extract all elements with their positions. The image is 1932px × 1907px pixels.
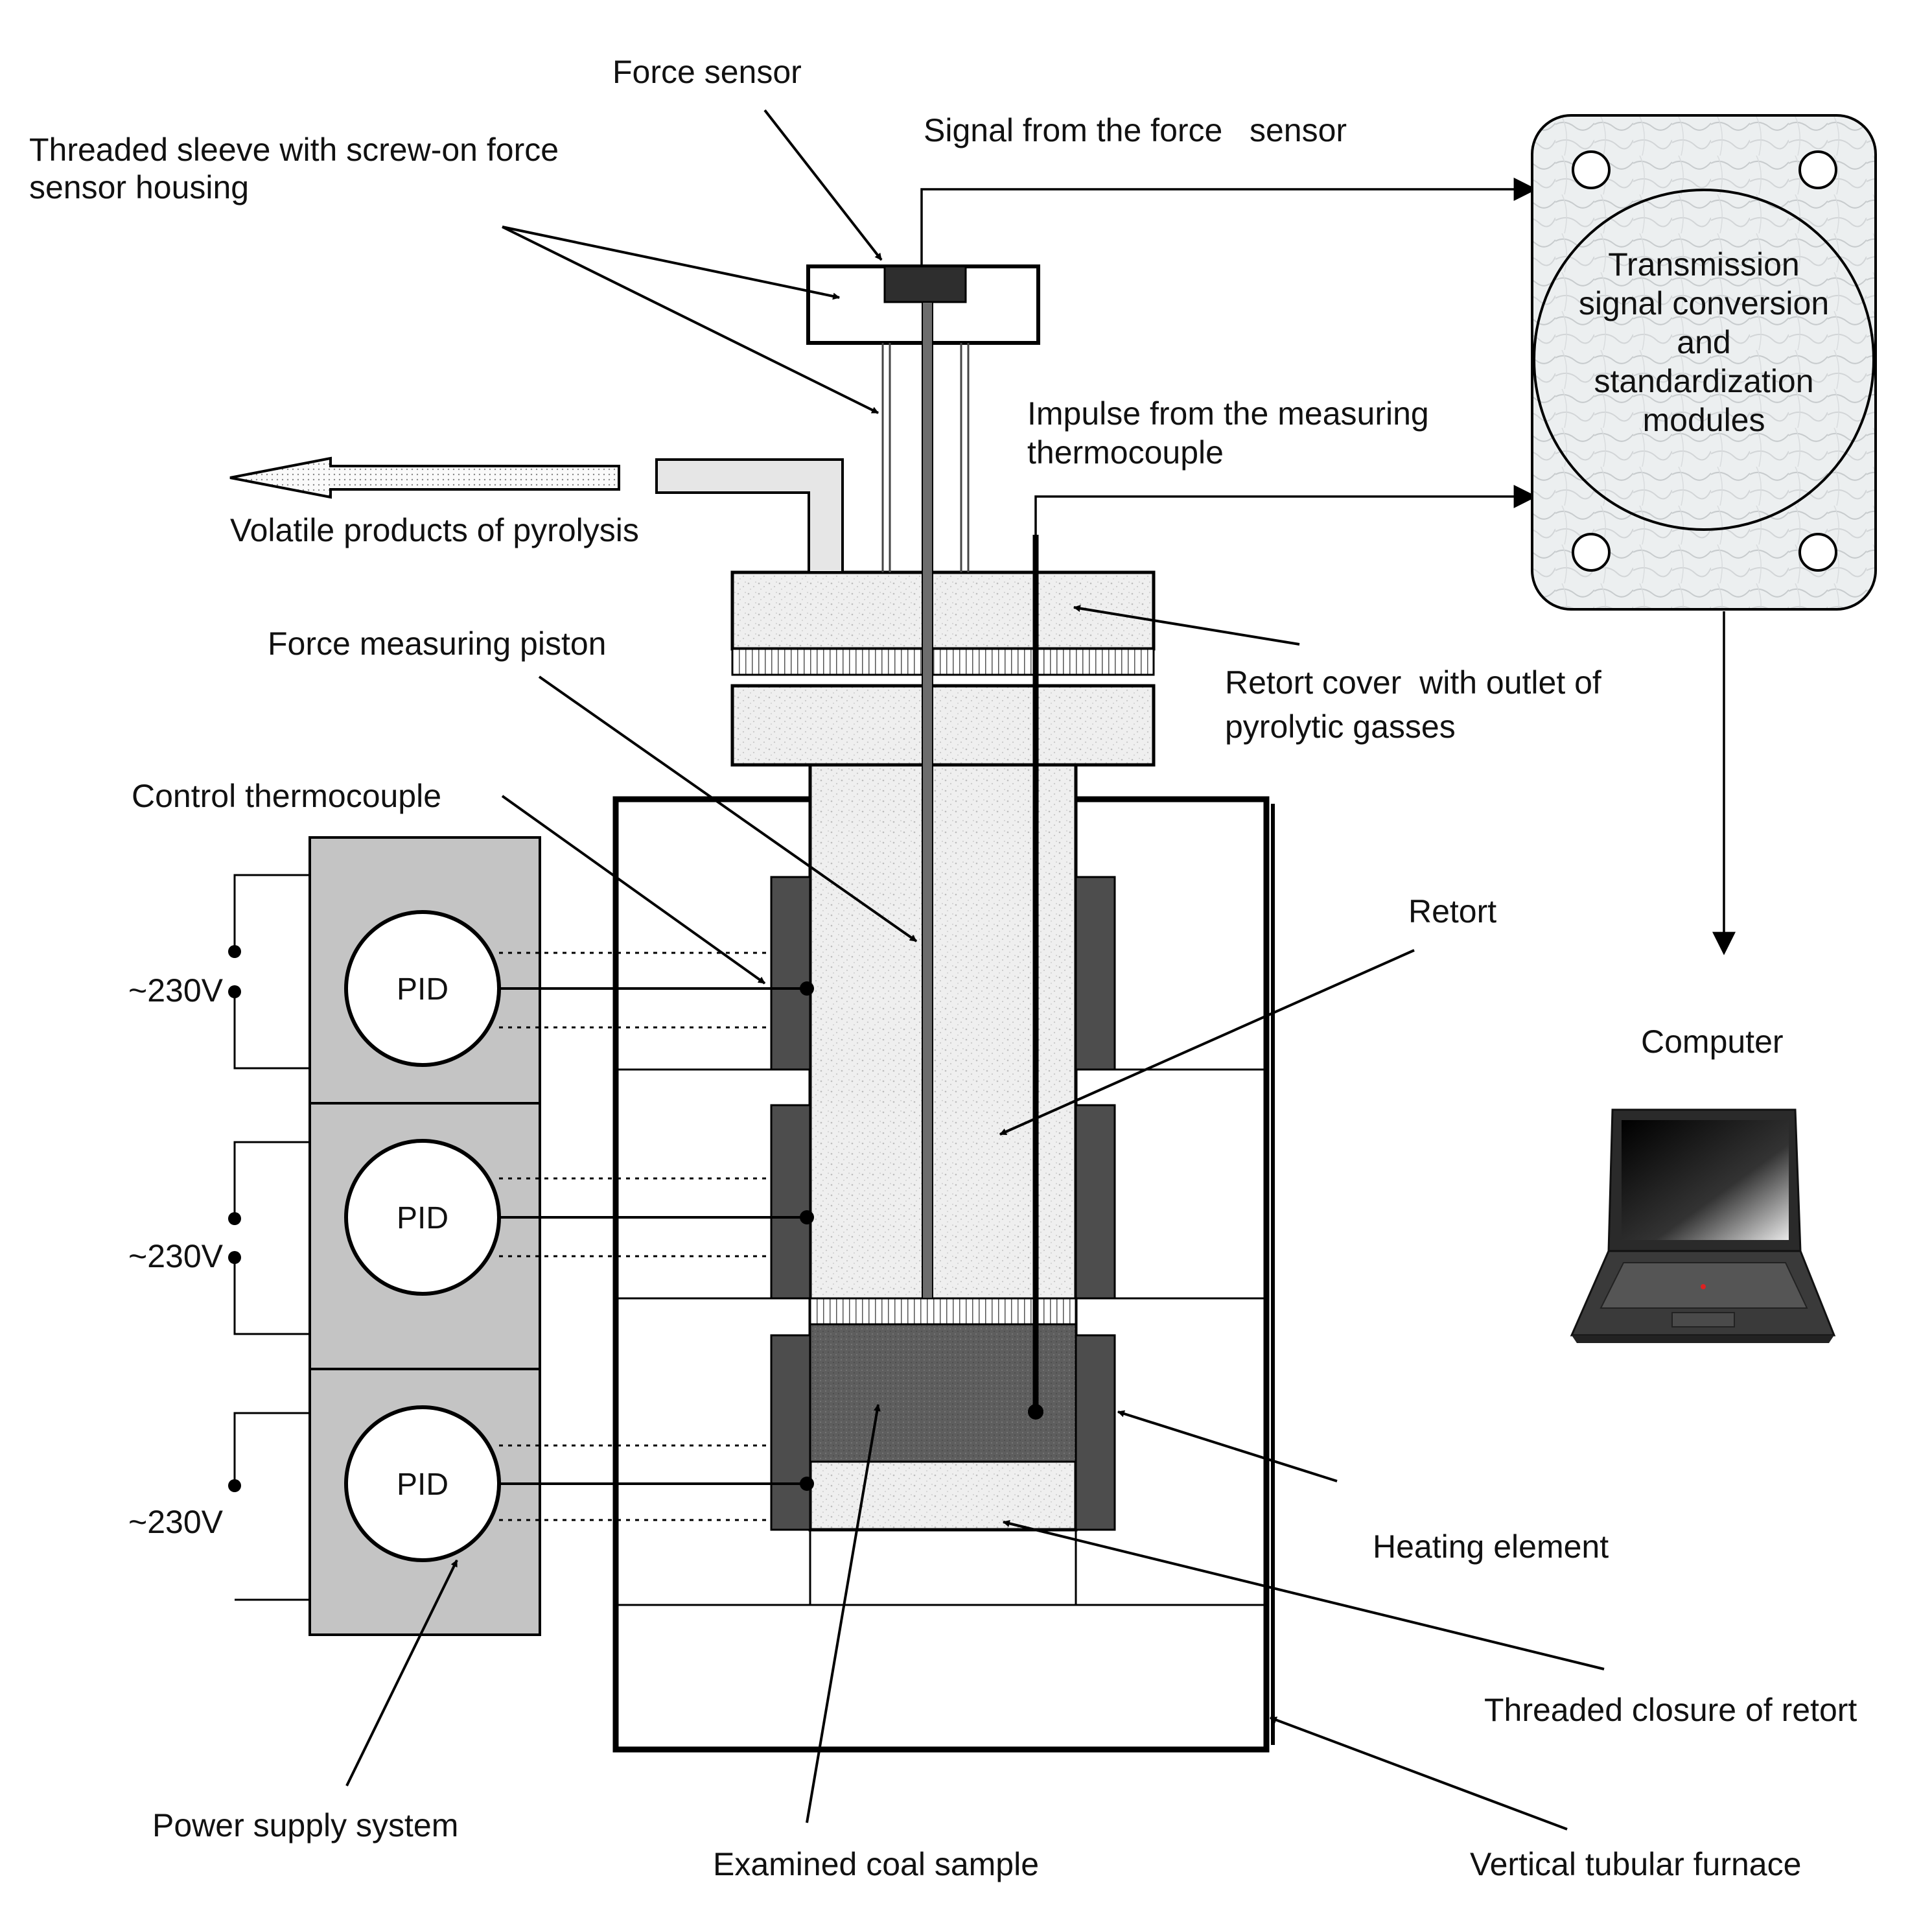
pid-controller-1: PID bbox=[344, 910, 501, 1067]
svg-text:PID: PID bbox=[397, 1468, 448, 1502]
module-text-line: standardization bbox=[1594, 363, 1813, 399]
voltage-label: ~230V bbox=[128, 1238, 224, 1274]
control-lines bbox=[499, 952, 807, 1521]
label-force-sensor: Force sensor bbox=[612, 54, 802, 90]
mount-hole-icon bbox=[1798, 533, 1837, 572]
label-threaded-closure: Threaded closure of retort bbox=[1484, 1692, 1857, 1728]
mount-hole-icon bbox=[1572, 533, 1611, 572]
label-threaded-sleeve: Threaded sleeve with screw-on force bbox=[29, 132, 559, 168]
label-volatile-products: Volatile products of pyrolysis bbox=[230, 512, 639, 548]
label-computer: Computer bbox=[1641, 1024, 1784, 1060]
label-retort-cover: Retort cover with outlet of bbox=[1225, 664, 1601, 701]
terminal-dots bbox=[228, 945, 241, 1492]
voltage-label: ~230V bbox=[128, 972, 224, 1009]
module-text-line: modules bbox=[1643, 402, 1765, 438]
label-control-thermocouple: Control thermocouple bbox=[132, 778, 441, 814]
module-text-line: signal conversion bbox=[1579, 285, 1829, 322]
transmission-module: Transmission signal conversion and stand… bbox=[1531, 114, 1877, 611]
thermocouple-tip bbox=[1028, 1404, 1043, 1420]
coal-sample bbox=[809, 1323, 1077, 1463]
laptop-icon bbox=[1570, 1108, 1836, 1343]
signal-lines bbox=[920, 178, 1736, 955]
mains-wiring bbox=[233, 874, 310, 1601]
voltage-label: ~230V bbox=[128, 1504, 224, 1540]
leader-arrows bbox=[345, 109, 1605, 1831]
volatile-products-arrow bbox=[229, 456, 620, 499]
label-vertical-furnace: Vertical tubular furnace bbox=[1470, 1846, 1801, 1882]
label-power-supply: Power supply system bbox=[152, 1807, 458, 1843]
label-retort: Retort bbox=[1408, 893, 1496, 930]
force-measuring-piston bbox=[922, 301, 933, 1299]
label-retort-cover: pyrolytic gasses bbox=[1225, 708, 1456, 745]
label-threaded-sleeve: sensor housing bbox=[29, 169, 249, 205]
label-signal-force-sensor: Signal from the force sensor bbox=[924, 112, 1347, 148]
gas-outlet-pipe bbox=[655, 458, 844, 574]
mount-hole-icon bbox=[1798, 150, 1837, 189]
label-impulse-thermocouple: thermocouple bbox=[1027, 434, 1224, 471]
svg-text:PID: PID bbox=[397, 1201, 448, 1235]
module-text-line: and bbox=[1677, 324, 1730, 360]
label-coal-sample: Examined coal sample bbox=[713, 1846, 1039, 1882]
retort-cover bbox=[730, 570, 1156, 767]
label-impulse-thermocouple: Impulse from the measuring bbox=[1027, 395, 1429, 432]
heating-elements bbox=[770, 876, 1116, 1531]
pid-controller-2: PID bbox=[344, 1139, 501, 1296]
force-sensor bbox=[883, 265, 967, 303]
mount-hole-icon bbox=[1572, 150, 1611, 189]
svg-text:PID: PID bbox=[397, 972, 448, 1007]
label-force-measuring-piston: Force measuring piston bbox=[268, 626, 606, 662]
control-thermocouple-junctions bbox=[800, 981, 814, 1491]
label-heating-element: Heating element bbox=[1373, 1528, 1609, 1565]
module-text-line: Transmission bbox=[1608, 246, 1799, 283]
pid-controller-3: PID bbox=[344, 1405, 501, 1562]
